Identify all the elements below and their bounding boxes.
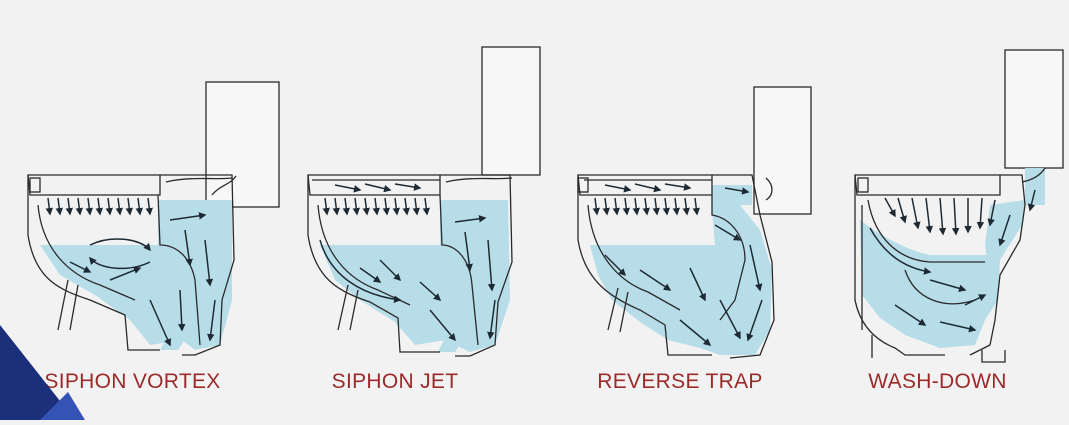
wash-down-label: WASH-DOWN: [868, 370, 1007, 393]
trapway-water: [160, 214, 200, 350]
bowl-outline: [577, 174, 713, 196]
trapway-water: [438, 211, 478, 352]
wash-down-toilet: [854, 49, 1064, 363]
siphon-vortex-label: SIPHON VORTEX: [44, 370, 221, 393]
reverse-trap-toilet: [577, 86, 812, 359]
bowl-outline: [307, 174, 441, 196]
bowl-water: [860, 220, 995, 348]
tank: [205, 81, 280, 208]
tank: [481, 46, 541, 176]
bowl-outline: [854, 174, 1001, 196]
reverse-trap-label: REVERSE TRAP: [597, 370, 763, 393]
flow-arrows: [592, 183, 763, 346]
tank-connector-water: [1025, 168, 1045, 205]
flow-arrows: [869, 189, 1036, 333]
siphon-jet-label: SIPHON JET: [331, 370, 459, 393]
bowl-water: [40, 200, 232, 350]
siphon-vortex-toilet: [27, 81, 280, 356]
tank: [1004, 49, 1064, 169]
trapway-water: [985, 200, 1025, 320]
flow-arrows: [45, 197, 216, 347]
flow-arrows: [319, 183, 496, 342]
bowl-water: [590, 205, 772, 355]
bowl-outline: [27, 174, 161, 196]
siphon-jet-toilet: [307, 46, 541, 357]
bowl-water: [320, 200, 510, 352]
tank: [753, 86, 812, 215]
